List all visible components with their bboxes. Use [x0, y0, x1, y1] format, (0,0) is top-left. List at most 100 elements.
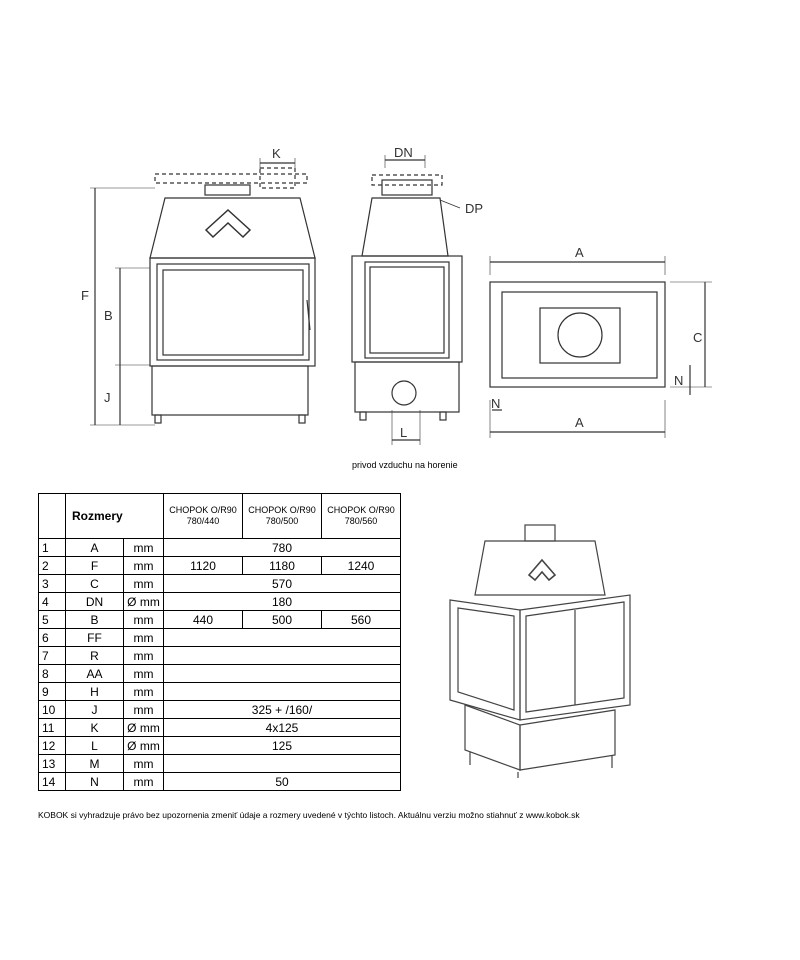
- top-view-drawing: [489, 256, 712, 438]
- row-number: 13: [38, 754, 66, 773]
- row-number: 6: [38, 628, 66, 647]
- row-value: 125: [163, 736, 401, 755]
- disclaimer-footer: KOBOK si vyhradzuje právo bez upozorneni…: [38, 810, 580, 820]
- side-view-drawing: [351, 155, 463, 445]
- row-unit: mm: [123, 664, 164, 683]
- row-unit: mm: [123, 538, 164, 557]
- row-symbol: M: [65, 754, 124, 773]
- row-unit: mm: [123, 682, 164, 701]
- row-symbol: A: [65, 538, 124, 557]
- label-k: K: [272, 146, 281, 161]
- row-symbol: J: [65, 700, 124, 719]
- row-number: 10: [38, 700, 66, 719]
- row-value: [163, 664, 401, 683]
- row-number: 2: [38, 556, 66, 575]
- row-symbol: N: [65, 772, 124, 791]
- label-dn: DN: [394, 145, 413, 160]
- row-number: 8: [38, 664, 66, 683]
- row-value: 180: [163, 592, 401, 611]
- row-symbol: DN: [65, 592, 124, 611]
- row-value: 1240: [321, 556, 401, 575]
- row-number: 11: [38, 718, 66, 737]
- row-unit: mm: [123, 772, 164, 791]
- row-number: 14: [38, 772, 66, 791]
- row-number: 4: [38, 592, 66, 611]
- label-l: L: [400, 425, 407, 440]
- row-number: 9: [38, 682, 66, 701]
- row-unit: Ø mm: [123, 718, 164, 737]
- row-number: 5: [38, 610, 66, 629]
- label-a-top: A: [575, 245, 584, 260]
- row-value: 4x125: [163, 718, 401, 737]
- row-value: 780: [163, 538, 401, 557]
- label-a-bottom: A: [575, 415, 584, 430]
- label-n-bottom: N: [491, 396, 500, 411]
- drawing-caption: privod vzduchu na horenie: [352, 460, 458, 470]
- row-number: 3: [38, 574, 66, 593]
- row-symbol: F: [65, 556, 124, 575]
- row-unit: Ø mm: [123, 592, 164, 611]
- row-unit: mm: [123, 574, 164, 593]
- drawings-svg: K DN DP F B J L A A C N N: [81, 145, 712, 445]
- row-value: 570: [163, 574, 401, 593]
- row-value: 325 + /160/: [163, 700, 401, 719]
- row-value: 440: [163, 610, 243, 629]
- row-unit: mm: [123, 556, 164, 575]
- technical-drawings: K DN DP F B J L A A C N N: [81, 145, 712, 445]
- row-symbol: H: [65, 682, 124, 701]
- label-b: B: [104, 308, 113, 323]
- row-number: 1: [38, 538, 66, 557]
- row-symbol: FF: [65, 628, 124, 647]
- row-value: [163, 754, 401, 773]
- row-value: 1120: [163, 556, 243, 575]
- row-unit: mm: [123, 700, 164, 719]
- row-symbol: L: [65, 736, 124, 755]
- row-symbol: AA: [65, 664, 124, 683]
- label-j: J: [104, 390, 111, 405]
- row-value: [163, 682, 401, 701]
- row-value: 500: [242, 610, 322, 629]
- row-unit: mm: [123, 628, 164, 647]
- row-symbol: K: [65, 718, 124, 737]
- header-blank: [38, 493, 66, 539]
- label-n-right: N: [674, 373, 683, 388]
- label-dp: DP: [465, 201, 483, 216]
- row-value: 50: [163, 772, 401, 791]
- row-symbol: B: [65, 610, 124, 629]
- front-view-drawing: [90, 158, 316, 426]
- row-symbol: C: [65, 574, 124, 593]
- fireplace-illustration: [449, 524, 631, 778]
- row-value: 560: [321, 610, 401, 629]
- row-value: 1180: [242, 556, 322, 575]
- row-unit: mm: [123, 754, 164, 773]
- label-c: C: [693, 330, 702, 345]
- row-number: 7: [38, 646, 66, 665]
- row-unit: mm: [123, 646, 164, 665]
- row-unit: mm: [123, 610, 164, 629]
- row-symbol: R: [65, 646, 124, 665]
- row-number: 12: [38, 736, 66, 755]
- row-value: [163, 628, 401, 647]
- table-title: Rozmery: [65, 493, 164, 539]
- label-f: F: [81, 288, 89, 303]
- row-unit: Ø mm: [123, 736, 164, 755]
